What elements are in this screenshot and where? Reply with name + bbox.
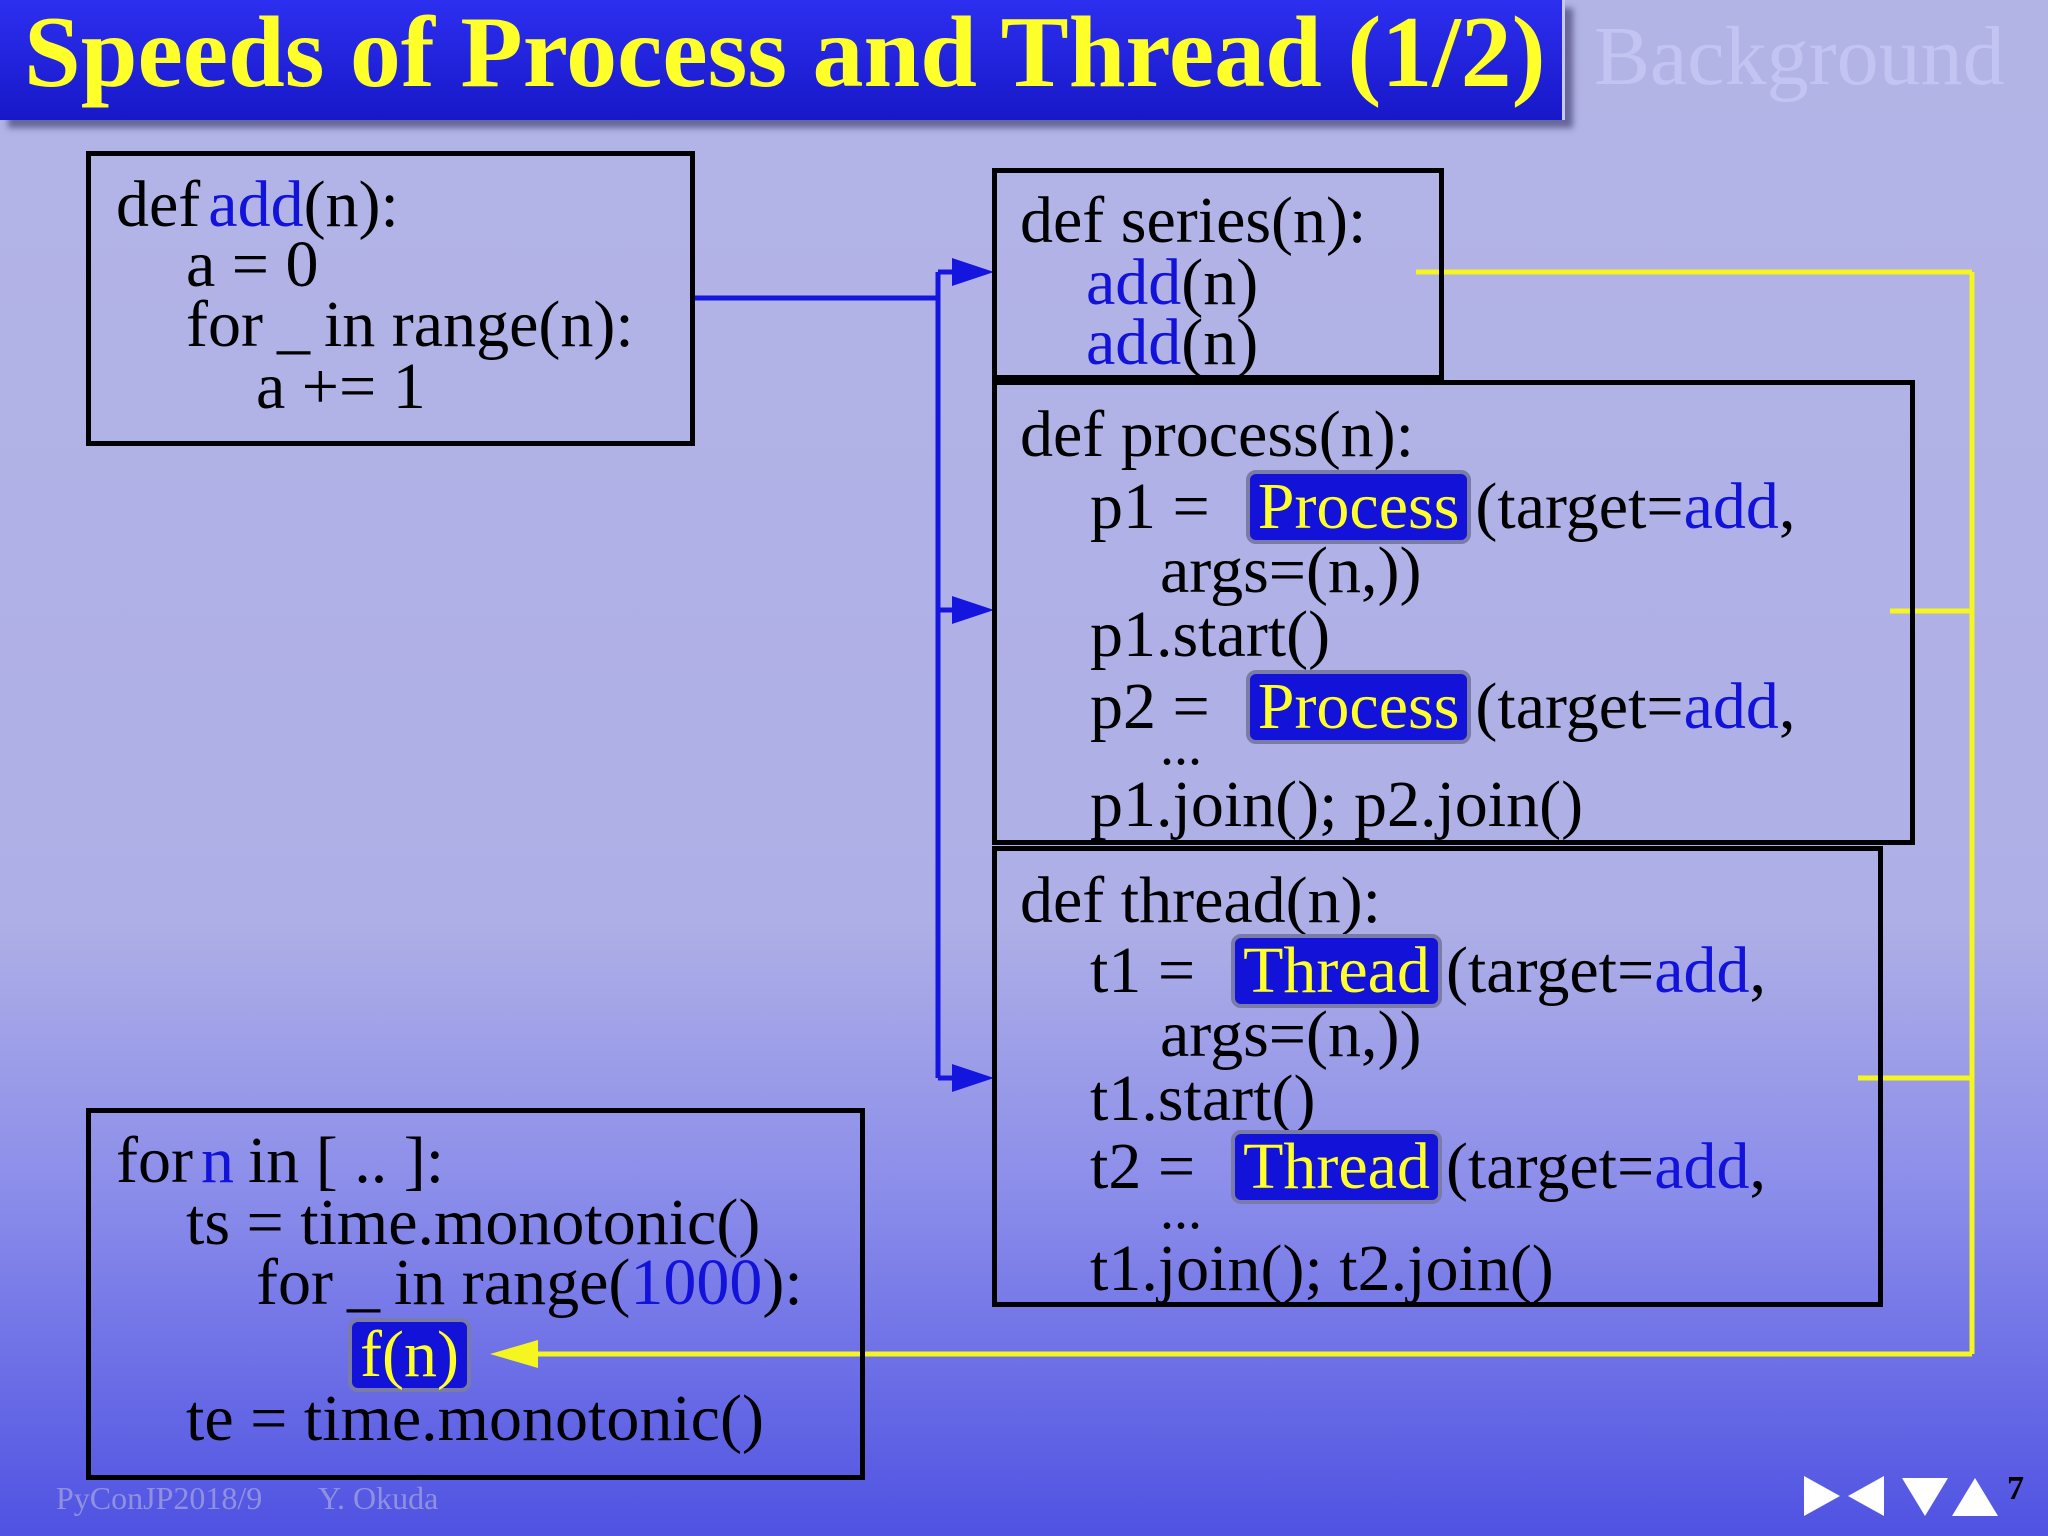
t2-assign: t2 =: [1090, 1130, 1196, 1203]
loop-inner-for-line: for_in range(1000):: [256, 1250, 803, 1316]
range-close: ):: [762, 1246, 803, 1319]
thread-ellipsis: ...: [1160, 1179, 1202, 1241]
series-call-2: add(n): [1086, 310, 1258, 376]
thread-args-line: args=(n,)): [1160, 998, 1422, 1071]
keyword-for: for: [186, 288, 263, 361]
keyword-for: for: [116, 1124, 193, 1197]
nav-prev-icon[interactable]: [1848, 1476, 1884, 1516]
target-add: add: [1654, 1130, 1750, 1203]
process-p1-line: p1 = Process(target=add,: [1090, 470, 1795, 544]
loop-iterable: in [ .. ]:: [247, 1124, 445, 1197]
process-args-line: args=(n,)): [1160, 534, 1422, 607]
loop-var-n: n: [200, 1124, 234, 1197]
process-def-line: def process(n):: [1020, 398, 1415, 471]
add-call-name: add: [1086, 306, 1182, 379]
blue-arrowhead-series: [952, 258, 994, 286]
thread-join-line: t1.join(); t2.join(): [1090, 1232, 1554, 1305]
nav-down-icon[interactable]: [1902, 1478, 1948, 1516]
series-call-1: add(n): [1086, 250, 1258, 316]
timing-loop-box: [86, 1108, 865, 1480]
thread-class-highlight: Thread: [1231, 1130, 1442, 1204]
add-increment-line: a += 1: [256, 350, 426, 423]
process-function-box: [992, 380, 1915, 845]
iteration-count: 1000: [630, 1246, 763, 1319]
thread-t2-line: t2 = Thread(target=add,: [1090, 1130, 1766, 1204]
process-class-highlight: Process: [1245, 670, 1472, 744]
loop-ts-line: ts = time.monotonic(): [186, 1186, 761, 1259]
keyword-for: for: [256, 1246, 333, 1319]
process-class-highlight: Process: [1245, 470, 1472, 544]
target-kwarg: (target=: [1445, 1130, 1655, 1203]
footer-author: Y. Okuda: [318, 1480, 439, 1516]
f-call-highlight: f(n): [348, 1318, 471, 1392]
slide-title: Speeds of Process and Thread (1/2): [24, 0, 1546, 109]
thread-start-line: t1.start(): [1090, 1062, 1316, 1135]
thread-def-line: def thread(n):: [1020, 864, 1381, 937]
underscore-var: _: [276, 288, 310, 361]
page-number: 7: [2007, 1470, 2024, 1507]
yellow-arrow-group: [530, 269, 1975, 1357]
add-call-args: (n): [1181, 306, 1259, 379]
add-function-box: [86, 151, 695, 446]
p2-assign: p2 =: [1090, 670, 1210, 743]
section-label: Background: [1594, 10, 2005, 103]
target-add: add: [1683, 670, 1779, 743]
process-join-line: p1.join(); p2.join(): [1090, 768, 1584, 841]
range-expr: in range(n):: [323, 288, 634, 361]
thread-t1-line: t1 = Thread(target=add,: [1090, 934, 1766, 1008]
target-kwarg: (target=: [1475, 670, 1684, 743]
range-call: in range(: [393, 1246, 631, 1319]
loop-call-line: f(n): [348, 1318, 475, 1392]
add-for-line: for_in range(n):: [186, 292, 634, 358]
comma: ,: [1749, 934, 1767, 1007]
thread-function-box: [992, 846, 1883, 1307]
add-args: (n):: [303, 168, 399, 241]
add-call-args: (n): [1181, 246, 1259, 319]
series-def-line: def series(n):: [1020, 184, 1367, 257]
blue-arrowhead-thread: [952, 1064, 994, 1092]
p1-assign: p1 =: [1090, 470, 1210, 543]
nav-up-icon[interactable]: [1952, 1478, 1998, 1516]
keyword-def: def: [116, 168, 201, 241]
comma: ,: [1749, 1130, 1767, 1203]
target-add: add: [1683, 470, 1779, 543]
nav-first-icon[interactable]: [1804, 1476, 1840, 1516]
blue-arrow-group: [694, 269, 958, 1081]
loop-te-line: te = time.monotonic(): [186, 1382, 764, 1455]
process-ellipsis: ...: [1160, 715, 1202, 777]
add-assign-line: a = 0: [186, 228, 319, 301]
target-add: add: [1654, 934, 1750, 1007]
blue-arrowhead-process: [952, 596, 994, 624]
t1-assign: t1 =: [1090, 934, 1196, 1007]
comma: ,: [1778, 670, 1796, 743]
target-kwarg: (target=: [1445, 934, 1655, 1007]
comma: ,: [1778, 470, 1796, 543]
add-function-name: add: [208, 168, 304, 241]
add-call-name: add: [1086, 246, 1182, 319]
target-kwarg: (target=: [1475, 470, 1684, 543]
title-bar: Speeds of Process and Thread (1/2): [0, 0, 1565, 120]
yellow-arrowhead-call: [490, 1340, 538, 1368]
slide-navigation: [1804, 1476, 1998, 1516]
footer-event: PyConJP2018/9: [56, 1480, 263, 1516]
thread-class-highlight: Thread: [1231, 934, 1442, 1008]
series-function-box: [992, 168, 1444, 380]
process-p2-line: p2 = Process(target=add,: [1090, 670, 1795, 744]
process-start-line: p1.start(): [1090, 598, 1331, 671]
underscore-var: _: [346, 1246, 380, 1319]
